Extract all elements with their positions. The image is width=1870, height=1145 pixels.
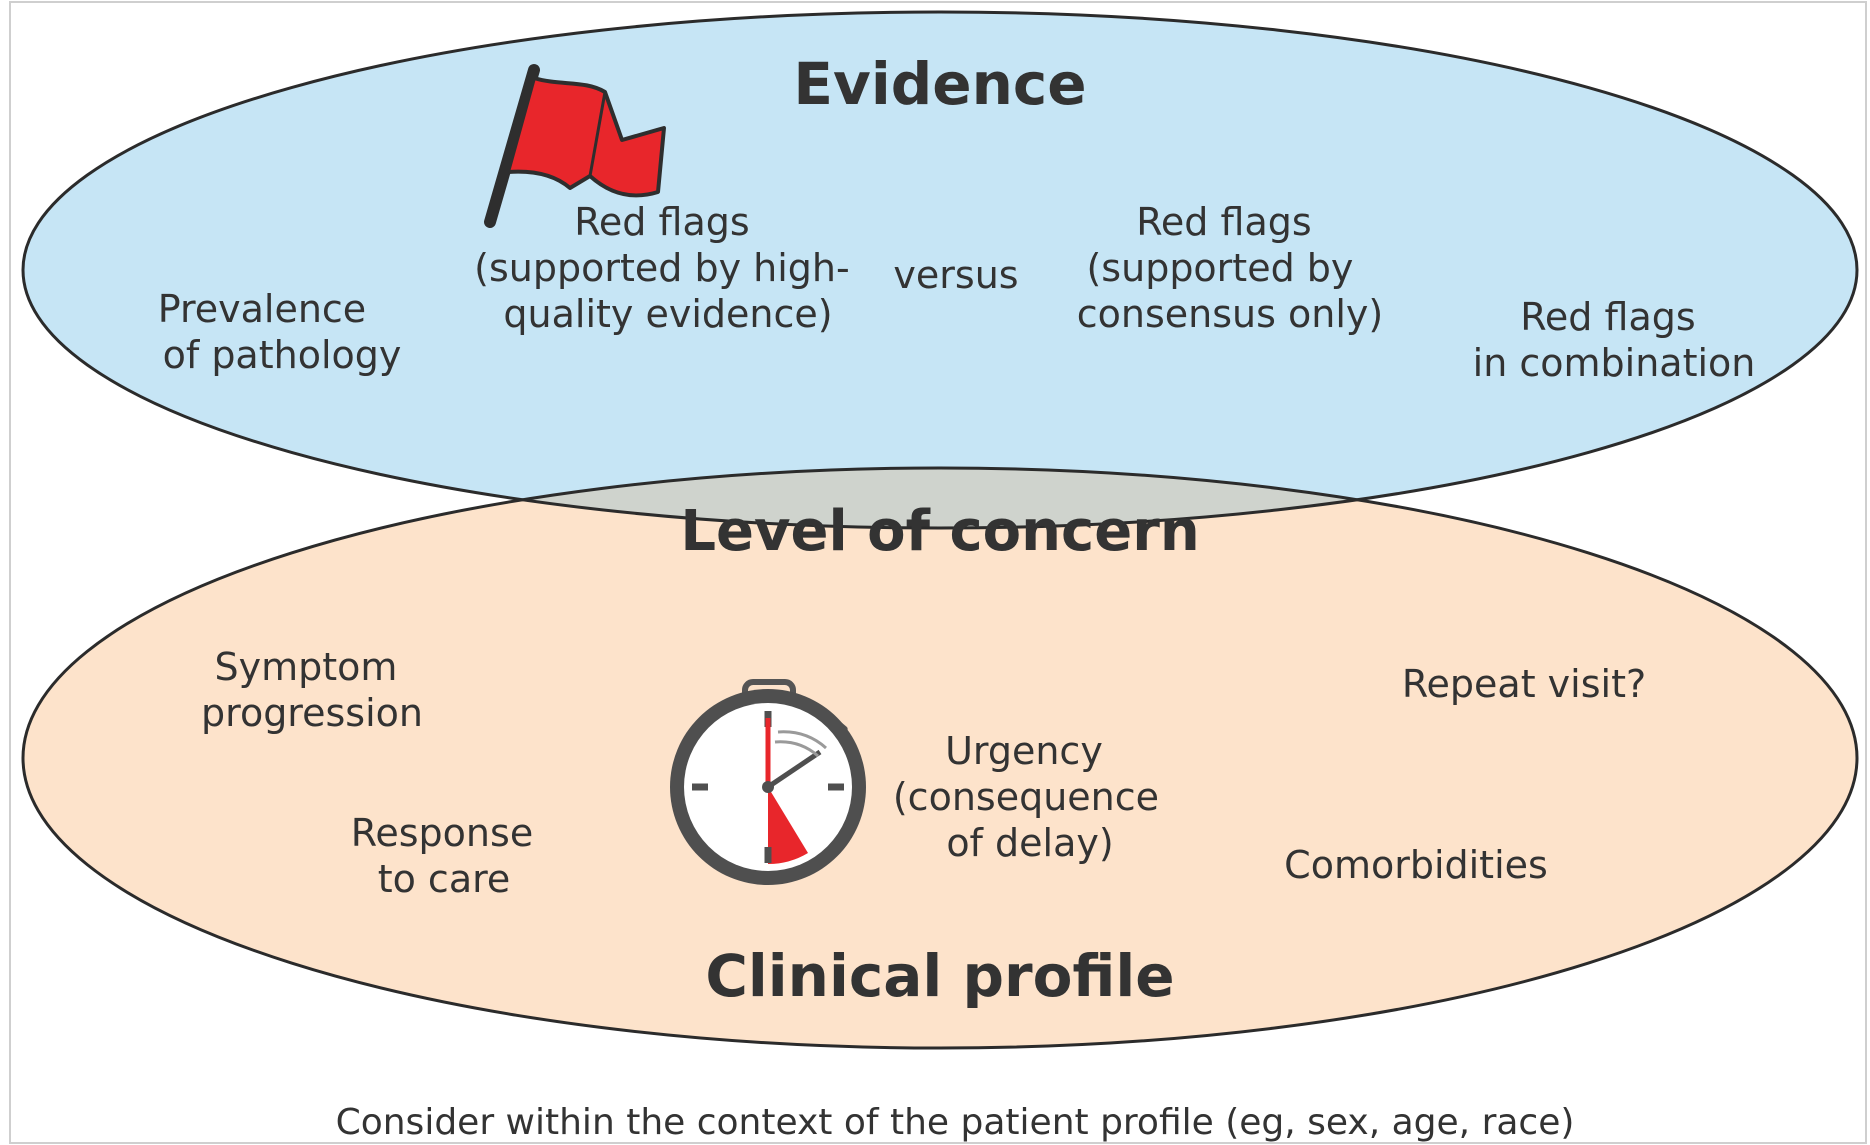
clinical-profile-ellipse-outline: [21, 466, 1859, 1050]
level-of-concern-title: Level of concern: [680, 499, 1199, 564]
prevalence-of-pathology-label: Prevalence of pathology: [158, 287, 402, 377]
red-flags-in-combination-label: Red flags in combination: [1473, 295, 1756, 385]
clinical-profile-ellipse: [23, 468, 1857, 1048]
urgency-label: Urgency (consequence of delay): [893, 729, 1171, 865]
comorbidities-label: Comorbidities: [1284, 843, 1548, 887]
response-to-care-label: Response to care: [351, 811, 546, 901]
clinical-profile-title: Clinical profile: [705, 942, 1174, 1010]
evidence-ellipse: [23, 12, 1857, 528]
repeat-visit-label: Repeat visit?: [1402, 662, 1646, 706]
symptom-progression-label: Symptom progression: [201, 645, 423, 735]
red-flags-high-quality-label: Red flags (supported by high- quality ev…: [474, 200, 862, 336]
evidence-ellipse-outline: [21, 10, 1859, 530]
evidence-title: Evidence: [793, 50, 1086, 118]
red-flag-icon: [484, 64, 666, 228]
red-flags-consensus-label: Red flags (supported by consensus only): [1077, 200, 1383, 336]
stopwatch-icon: [670, 679, 866, 885]
versus-label: versus: [893, 253, 1018, 297]
patient-profile-footnote: Consider within the context of the patie…: [336, 1102, 1575, 1143]
